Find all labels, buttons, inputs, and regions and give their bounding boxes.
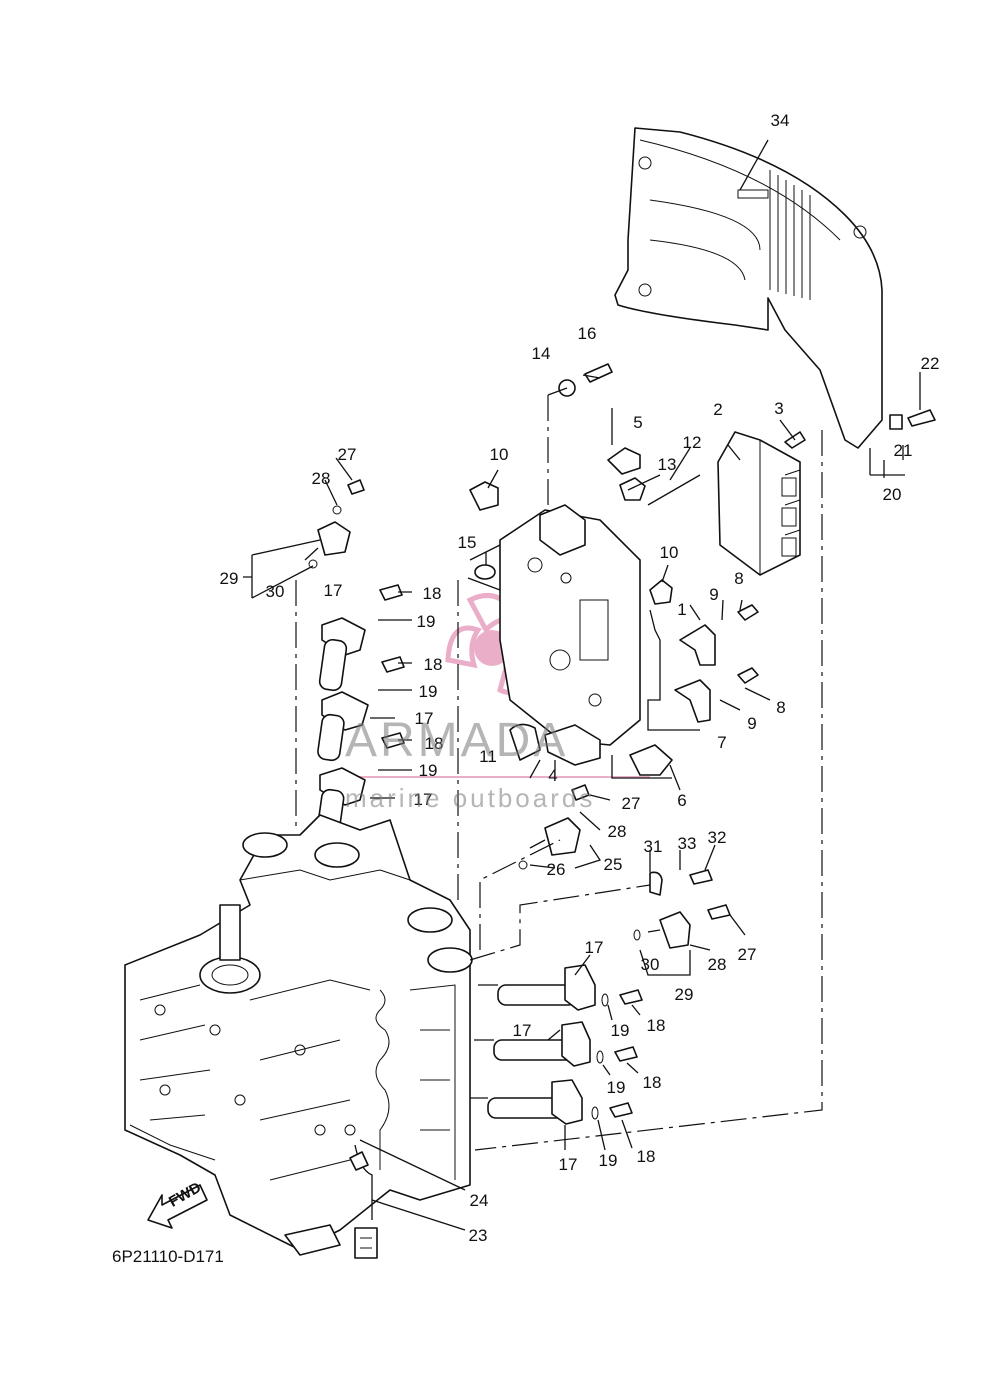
callout-18: 18 (425, 734, 444, 753)
ecu-part-2 (717, 431, 801, 576)
callout-10: 10 (660, 543, 679, 562)
callout-21: 21 (894, 441, 913, 460)
callout-12: 12 (683, 433, 702, 452)
callout-18: 18 (637, 1147, 656, 1166)
callout-22: 22 (921, 354, 940, 373)
engine-block (124, 814, 473, 1256)
callout-18: 18 (643, 1073, 662, 1092)
callout-16: 16 (578, 324, 597, 343)
callout-10: 10 (490, 445, 509, 464)
callout-13: 13 (658, 455, 677, 474)
cover-part-34 (614, 127, 883, 449)
callout-19: 19 (417, 612, 436, 631)
callout-20: 20 (883, 485, 902, 504)
callout-8: 8 (734, 569, 743, 588)
callout-30: 30 (641, 955, 660, 974)
callout-18: 18 (423, 584, 442, 603)
components-center (469, 363, 936, 776)
callout-4: 4 (548, 766, 557, 785)
ignition-coils-left (317, 584, 405, 832)
electrical-bracket (499, 504, 641, 746)
callout-2: 2 (713, 400, 722, 419)
sensor-23-lower (344, 1124, 378, 1259)
callout-9: 9 (747, 714, 756, 733)
callout-17: 17 (559, 1155, 578, 1174)
callout-28: 28 (708, 955, 727, 974)
callout-31: 31 (644, 837, 663, 856)
callout-1: 1 (677, 600, 686, 619)
callout-30: 30 (266, 582, 285, 601)
sensors-right (518, 784, 731, 949)
callout-29: 29 (220, 569, 239, 588)
callout-9: 9 (709, 585, 718, 604)
callout-34: 34 (771, 111, 790, 130)
callout-27: 27 (738, 945, 757, 964)
callout-19: 19 (419, 761, 438, 780)
callout-24: 24 (470, 1191, 489, 1210)
callout-11: 11 (479, 747, 497, 766)
callout-23: 23 (469, 1226, 488, 1245)
callout-26: 26 (547, 860, 566, 879)
callout-17: 17 (324, 581, 343, 600)
callout-7: 7 (717, 733, 726, 752)
watermark-brand: ARMADA (345, 714, 569, 767)
ignition-coils-right (487, 964, 643, 1125)
callout-27: 27 (338, 445, 357, 464)
callout-8: 8 (776, 698, 785, 717)
callout-17: 17 (415, 709, 434, 728)
callout-5: 5 (633, 413, 642, 432)
callout-29: 29 (675, 985, 694, 1004)
callout-14: 14 (532, 344, 551, 363)
callout-17: 17 (513, 1021, 532, 1040)
callout-27: 27 (622, 794, 641, 813)
callout-6: 6 (677, 791, 686, 810)
callout-19: 19 (607, 1078, 626, 1097)
callout-32: 32 (708, 828, 727, 847)
diagram-code: 6P21110-D171 (112, 1247, 224, 1266)
callout-15: 15 (458, 533, 477, 552)
callout-28: 28 (608, 822, 627, 841)
callout-19: 19 (419, 682, 438, 701)
callout-19: 19 (611, 1021, 630, 1040)
callout-3: 3 (774, 399, 783, 418)
leader-lines (243, 139, 921, 1231)
callout-33: 33 (678, 834, 697, 853)
watermark-tagline: marine outboards (345, 783, 596, 813)
callout-18: 18 (424, 655, 443, 674)
sensor-29-upper (304, 479, 365, 569)
callout-28: 28 (312, 469, 331, 488)
callout-17: 17 (585, 938, 604, 957)
callout-18: 18 (647, 1016, 666, 1035)
callout-17: 17 (414, 790, 433, 809)
fwd-arrow-icon (147, 1184, 208, 1229)
callout-19: 19 (599, 1151, 618, 1170)
callout-25: 25 (604, 855, 623, 874)
